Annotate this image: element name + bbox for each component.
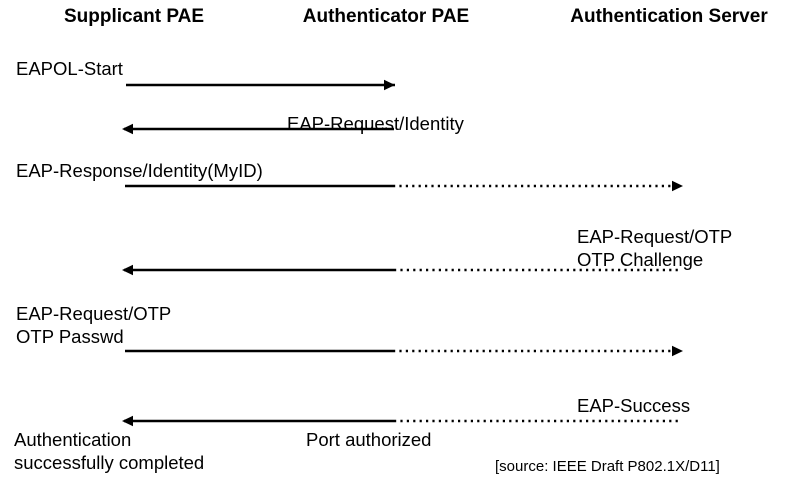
arrow-eap-response-otp-passwd — [125, 345, 683, 357]
column-header-authenticator: Authenticator PAE — [252, 6, 520, 28]
column-header-supplicant: Supplicant PAE — [0, 6, 268, 28]
arrow-head — [384, 79, 395, 91]
message-label-eap-success: EAP-Success — [577, 394, 690, 417]
column-header-authenticator-label: Authenticator PAE — [302, 6, 470, 27]
message-label-eap-response-otp-passwd-line1: EAP-Request/OTP — [16, 303, 172, 324]
annotation-authentication-complete-line1: Authentication — [14, 429, 132, 450]
arrow-eap-response-identity — [125, 180, 683, 192]
message-label-eap-response-identity-text: EAP-Response/Identity(MyID) — [16, 160, 263, 181]
message-label-eap-response-otp-passwd-line2: OTP Passwd — [16, 326, 124, 347]
message-label-eap-request-otp-challenge-line2: OTP Challenge — [577, 249, 704, 270]
arrow-head — [672, 345, 683, 357]
message-label-eap-request-otp-challenge: EAP-Request/OTP OTP Challenge — [577, 225, 732, 271]
annotation-authentication-complete-line2: successfully completed — [14, 452, 205, 473]
annotation-port-authorized-text: Port authorized — [306, 429, 432, 450]
column-header-authentication-server: Authentication Server — [535, 6, 792, 28]
message-label-eapol-start-text: EAPOL-Start — [16, 58, 123, 79]
source-note-text: [source: IEEE Draft P802.1X/D11] — [495, 458, 720, 475]
message-label-eap-request-identity: EAP-Request/Identity — [287, 112, 464, 135]
column-header-supplicant-label: Supplicant PAE — [63, 6, 205, 27]
arrow-head — [122, 123, 133, 135]
annotation-port-authorized: Port authorized — [306, 428, 431, 451]
arrow-eap-success — [122, 415, 680, 427]
message-label-eap-success-text: EAP-Success — [577, 395, 691, 416]
message-label-eap-response-identity: EAP-Response/Identity(MyID) — [16, 159, 263, 182]
source-note: [source: IEEE Draft P802.1X/D11] — [495, 458, 720, 475]
message-label-eapol-start: EAPOL-Start — [16, 57, 123, 80]
arrow-head — [672, 180, 683, 192]
annotation-authentication-complete: Authentication successfully completed — [14, 428, 204, 474]
message-label-eap-request-identity-text: EAP-Request/Identity — [287, 113, 464, 134]
column-header-authentication-server-label: Authentication Server — [570, 6, 768, 27]
message-label-eap-request-otp-challenge-line1: EAP-Request/OTP — [577, 226, 733, 247]
message-label-eap-response-otp-passwd: EAP-Request/OTP OTP Passwd — [16, 302, 171, 348]
arrow-eapol-start — [126, 79, 395, 91]
arrow-head — [122, 264, 133, 276]
arrow-head — [122, 415, 133, 427]
